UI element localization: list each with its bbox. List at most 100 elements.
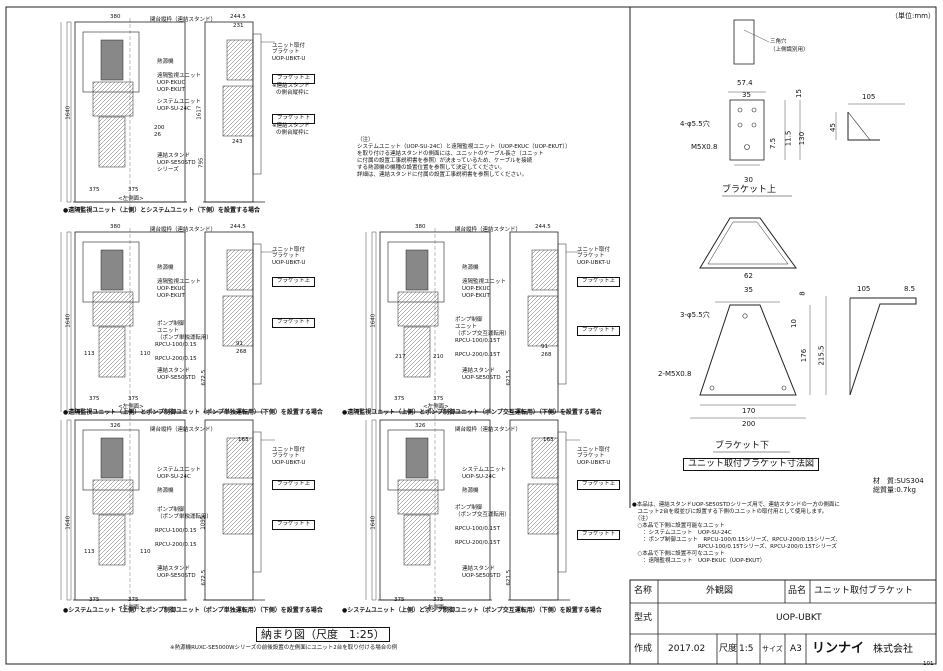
caption-1: ●遠隔監視ユニット（上側）とシステムユニット（下側）を設置する場合 [63, 207, 261, 214]
notes-line: に付属の設置工事説明書を参照）が決まっているため、ケーブルを接続 [357, 158, 533, 164]
main-note-line: ●本品は、連結スタンドUOP-SE50STDシリーズ用で、連結スタンドの一方の側… [632, 502, 840, 508]
caption-4: ●システムユニット（上側）とポンプ制御ユニット（ポンプ単独運転用）（下側）を設置… [63, 607, 323, 614]
title-item-value: ユニット取付ブラケット [814, 586, 914, 596]
system-unit-label: システムユニット [462, 467, 506, 473]
dim-label: 91 [236, 341, 243, 347]
pump-unit-label: （ポンプ単独運転用） [157, 335, 212, 341]
title-made-value: 2017.02 [668, 644, 706, 654]
system-unit-label: システムユニット [157, 99, 201, 105]
side-view-label: <左側面> [423, 404, 449, 410]
title-name-value: 外観図 [706, 586, 734, 596]
stand-model: UOP-SE50STD [462, 573, 501, 579]
bracket-bottom-tag: ブラケット下 [272, 114, 316, 124]
bracket-top-tag: ブラケット上 [272, 480, 316, 490]
layout-note: ※熱源機RUXC-SE5000Wシリーズの前後設置の左側面にユニット2台を取り付… [170, 645, 398, 651]
dim-label: 375 [394, 597, 405, 603]
pump-model: RPCU-200/0.15T [455, 352, 500, 358]
bracket-model: UOP-UBKT-U [272, 56, 306, 62]
bracket-note: の側台縦枠に [276, 130, 310, 136]
remote-unit-model: UOP-EKUC [157, 80, 186, 86]
dim-label: 200 [154, 125, 165, 131]
bracket-label: ユニット取付 [272, 43, 306, 49]
stand-label: 連結スタンド [157, 566, 191, 572]
bracket-label: ブラケット [272, 253, 300, 259]
main-note-line: （注） [632, 516, 652, 522]
dim-label: 243 [232, 139, 243, 145]
bracket-bottom-caption: ブラケット下 [715, 441, 770, 451]
heat-source-label: 熱源機 [157, 59, 174, 65]
title-size-value: A3 [790, 644, 802, 654]
title-name-label: 名称 [634, 586, 653, 596]
bracket-label: ブラケット [272, 49, 300, 55]
company-logo: リンナイ [812, 641, 865, 656]
weight-label: 総質量:0.7kg [873, 486, 916, 494]
remote-unit-model: UOP-EKUT [462, 293, 490, 299]
bracket-dim-title: ユニット取付ブラケット寸法図 [683, 458, 820, 471]
dim-label: 375 [89, 396, 100, 402]
dim-label: 621.5 [506, 369, 513, 386]
heat-source-label: 熱源機 [157, 488, 174, 494]
screw-label: 2-M5X0.8 [658, 370, 692, 378]
dim-label: 62 [744, 272, 753, 280]
heat-source-label: 熱源機 [157, 265, 174, 271]
stand-label: 連結スタンド [462, 566, 496, 572]
side-view-label: <左側面> [118, 196, 144, 202]
pump-model: RPCU-100/0.15T [455, 526, 500, 532]
unit-label: （単位:mm） [891, 12, 935, 20]
remote-unit-model: UOP-EKUC [157, 286, 186, 292]
dim-label: 215.5 [817, 345, 826, 366]
dim-label: 268 [236, 349, 247, 355]
dim-label: 113 [84, 549, 95, 555]
bracket-model: UOP-UBKT-U [577, 260, 611, 266]
main-note-line: ：ポンプ制御ユニット RPCU-100/0.15シリーズ、RPCU-200/0.… [632, 537, 841, 543]
bracket-label: ブラケット [272, 453, 300, 459]
dim-label: 217 [395, 354, 406, 360]
bracket-label: ユニット取付 [577, 247, 611, 253]
pump-model: RPCU-200/0.15T [455, 540, 500, 546]
stand-rail-label: 関台縦枠（連結スタンド） [150, 227, 217, 233]
title-made-label: 作成 [634, 644, 653, 654]
stand-label: 連結スタンド [157, 153, 191, 159]
dim-label: 268 [541, 352, 552, 358]
screw-label: M5X0.8 [691, 143, 718, 151]
dim-label: 1640 [65, 515, 72, 530]
page-number: 101 [923, 661, 934, 667]
dim-label: 326 [110, 423, 121, 429]
bracket-label: ユニット取付 [272, 447, 306, 453]
bracket-label: ユニット取付 [577, 447, 611, 453]
bracket-label: ブラケット [577, 453, 605, 459]
system-unit-model: UOP-SU-24C [462, 474, 496, 480]
dim-label: 105 [857, 285, 871, 293]
dim-label: 672.5 [201, 369, 208, 386]
main-note-line: ユニット2台を縦並びに設置する下側のユニットの取付用として使用します。 [632, 509, 828, 515]
dim-label: 380 [415, 224, 426, 230]
dim-label: 1640 [65, 105, 72, 120]
stand-model: UOP-SE50STD [157, 160, 196, 166]
dim-label: 621.5 [506, 569, 513, 586]
dim-label: 795 [198, 157, 205, 169]
dim-label: 35 [744, 286, 753, 294]
dim-label: 375 [89, 597, 100, 603]
dim-label: 170 [742, 407, 756, 415]
holes-label: 3-φ5.5穴 [680, 311, 710, 319]
remote-unit-model: UOP-EKUT [157, 293, 185, 299]
dim-label: 1640 [65, 313, 72, 328]
pump-unit-label: ユニット [157, 328, 180, 334]
system-unit-model: UOP-SU-24C [157, 474, 191, 480]
tri-hole-label: （上側識別用） [770, 47, 809, 53]
bracket-bottom-tag: ブラケット下 [577, 530, 621, 540]
dim-label: 8 [798, 291, 807, 296]
stand-label: 連結スタンド [462, 368, 496, 374]
system-unit-label: システムユニット [157, 467, 201, 473]
notes-line: 詳細は、連結スタンドに付属の設置工事説明書を参照してください。 [357, 172, 528, 178]
tri-hole-label: 三角穴 [770, 39, 787, 45]
side-view-label: <左側面> [118, 605, 144, 611]
holes-label: 4-φ5.5穴 [680, 120, 710, 128]
caption-2: ●遠隔監視ユニット（上側）とポンプ制御ユニット（ポンプ単独運転用）（下側）を設置… [63, 409, 323, 416]
pump-model: RPCU-200/0.15 [155, 542, 197, 548]
main-note-line: ：システムユニット UOP-SU-24C [632, 530, 732, 536]
dim-label: 8.5 [904, 285, 916, 293]
bracket-note: ※連結スタンド [272, 83, 310, 89]
pump-unit-label: ポンプ制御 [157, 507, 185, 513]
